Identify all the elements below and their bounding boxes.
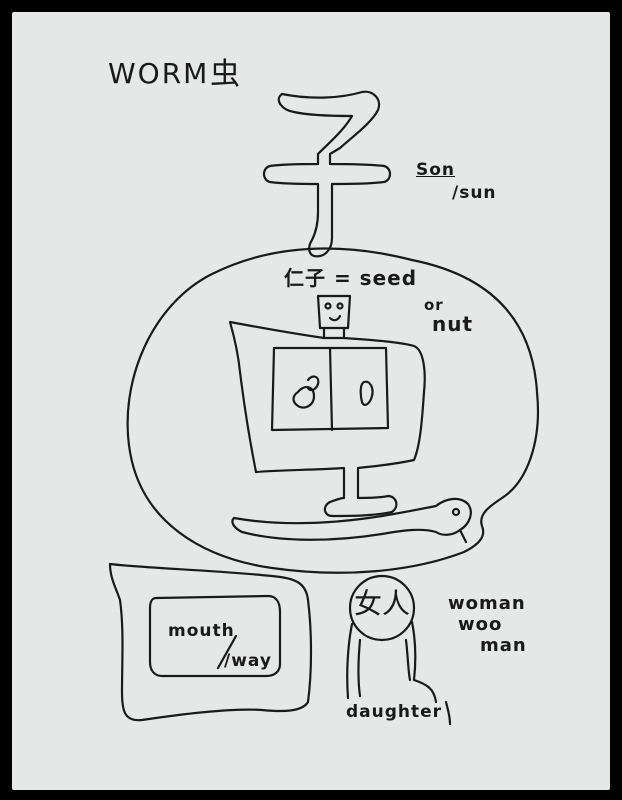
- worm-character-drawing: [108, 90, 539, 726]
- annotation-nut: nut: [432, 312, 474, 336]
- title-character: 虫: [210, 57, 240, 92]
- annotation-woman-character: 女人: [354, 587, 411, 620]
- annotation-or: or: [424, 296, 444, 314]
- worm-outline: [231, 497, 472, 544]
- annotation-man: man: [480, 635, 527, 656]
- title-label: WORM: [108, 57, 210, 90]
- annotation-mouth: mouth: [168, 621, 235, 641]
- annotation-son: Son: [416, 160, 456, 180]
- annotation-seed: 仁子 = seed: [284, 266, 418, 290]
- annotation-woman: woman: [448, 593, 526, 614]
- annotation-sun: /sun: [452, 183, 497, 203]
- son-character-outline: [262, 90, 392, 258]
- worm-character-outline: [228, 294, 426, 518]
- annotation-daughter: daughter: [346, 702, 443, 722]
- paper-sheet: WORM 虫 Son /sun 仁子 = seed or nut mouth /…: [12, 12, 610, 790]
- annotation-woo: woo: [458, 614, 503, 635]
- apple-outline: [126, 247, 539, 574]
- daughter-figure: [346, 574, 452, 726]
- mouth-character-outline: [108, 562, 313, 722]
- annotation-way: /way: [224, 651, 272, 671]
